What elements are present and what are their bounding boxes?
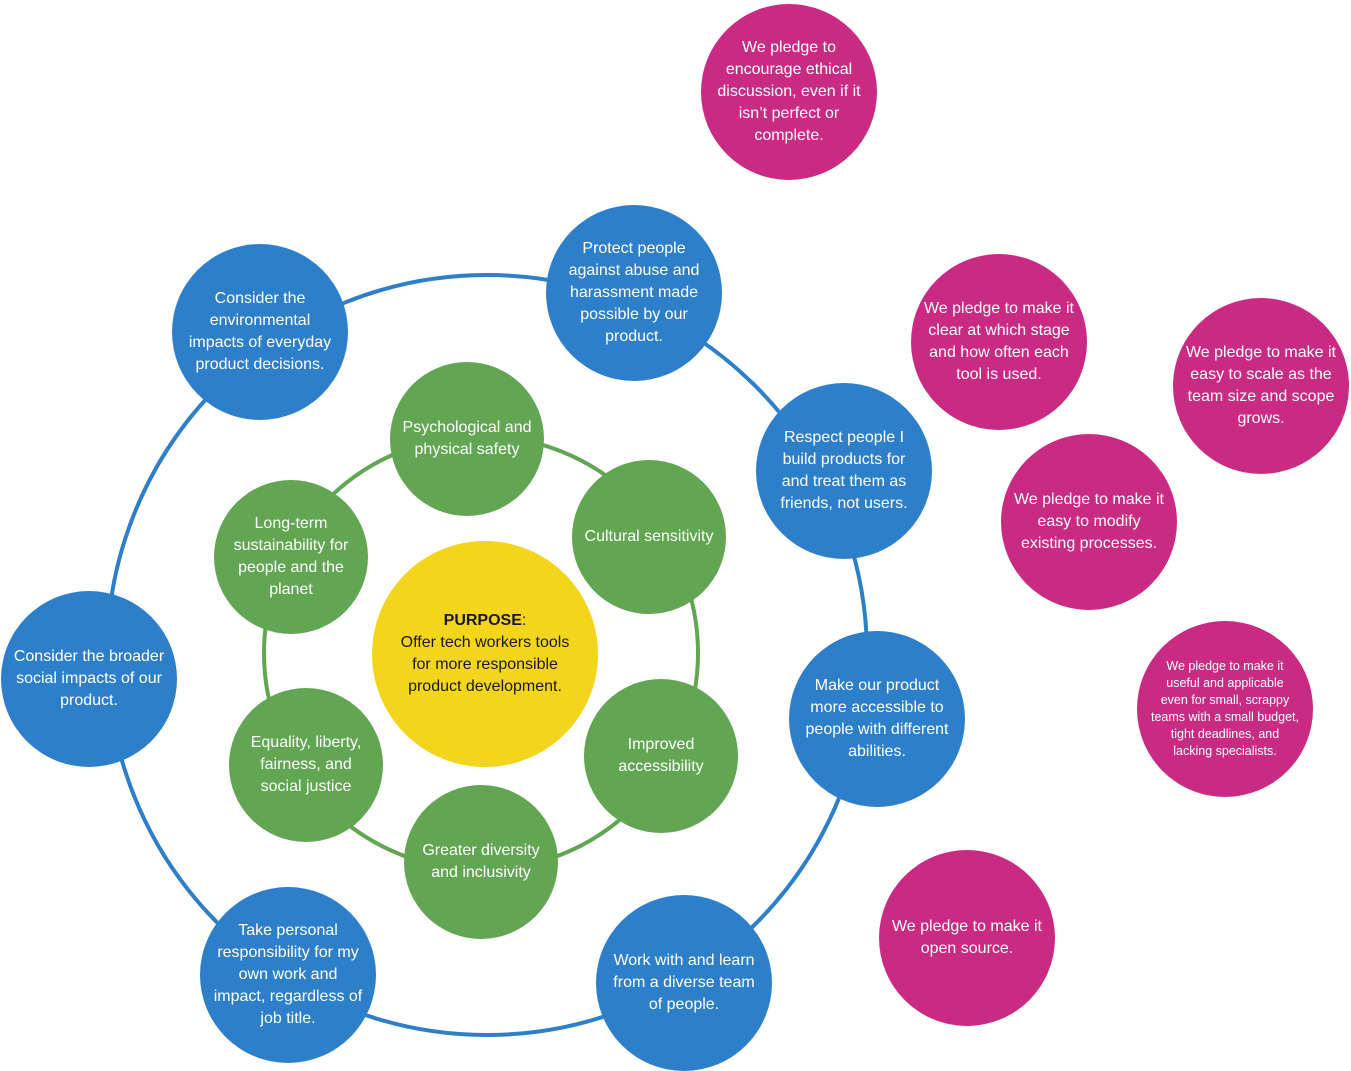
commitment-respect-people: Respect people I build products for and … — [756, 383, 932, 559]
value-long-term-sustainability: Long-term sustainability for people and … — [214, 480, 368, 634]
value-psychological-safety: Psychological and physical safety — [390, 362, 544, 516]
value-diversity-inclusivity: Greater diversity and inclusivity — [404, 785, 558, 939]
purpose-text: Offer tech workers tools for more respon… — [400, 634, 570, 695]
value-improved-accessibility: Improved accessibility — [584, 679, 738, 833]
purpose-center-bubble: PURPOSE: Offer tech workers tools for mo… — [372, 541, 598, 767]
value-equality-justice: Equality, liberty, fairness, and social … — [229, 688, 383, 842]
pledge-clear-stage: We pledge to make it clear at which stag… — [911, 254, 1087, 430]
pledge-small-teams: We pledge to make it useful and applicab… — [1137, 621, 1313, 797]
commitment-accessible-product: Make our product more accessible to peop… — [789, 631, 965, 807]
commitment-personal-responsibility: Take personal responsibility for my own … — [200, 887, 376, 1063]
commitment-diverse-team: Work with and learn from a diverse team … — [596, 895, 772, 1071]
commitment-protect-people: Protect people against abuse and harassm… — [546, 205, 722, 381]
pledge-easy-to-modify: We pledge to make it easy to modify exis… — [1001, 434, 1177, 610]
purpose-title: PURPOSE — [443, 612, 522, 629]
value-cultural-sensitivity: Cultural sensitivity — [572, 460, 726, 614]
pledge-open-source: We pledge to make it open source. — [879, 850, 1055, 1026]
commitment-social-impacts: Consider the broader social impacts of o… — [1, 591, 177, 767]
purpose-colon: : — [521, 612, 527, 629]
pledge-ethical-discussion: We pledge to encourage ethical discussio… — [701, 4, 877, 180]
pledge-easy-to-scale: We pledge to make it easy to scale as th… — [1173, 298, 1349, 474]
commitment-environmental-impacts: Consider the environmental impacts of ev… — [172, 244, 348, 420]
